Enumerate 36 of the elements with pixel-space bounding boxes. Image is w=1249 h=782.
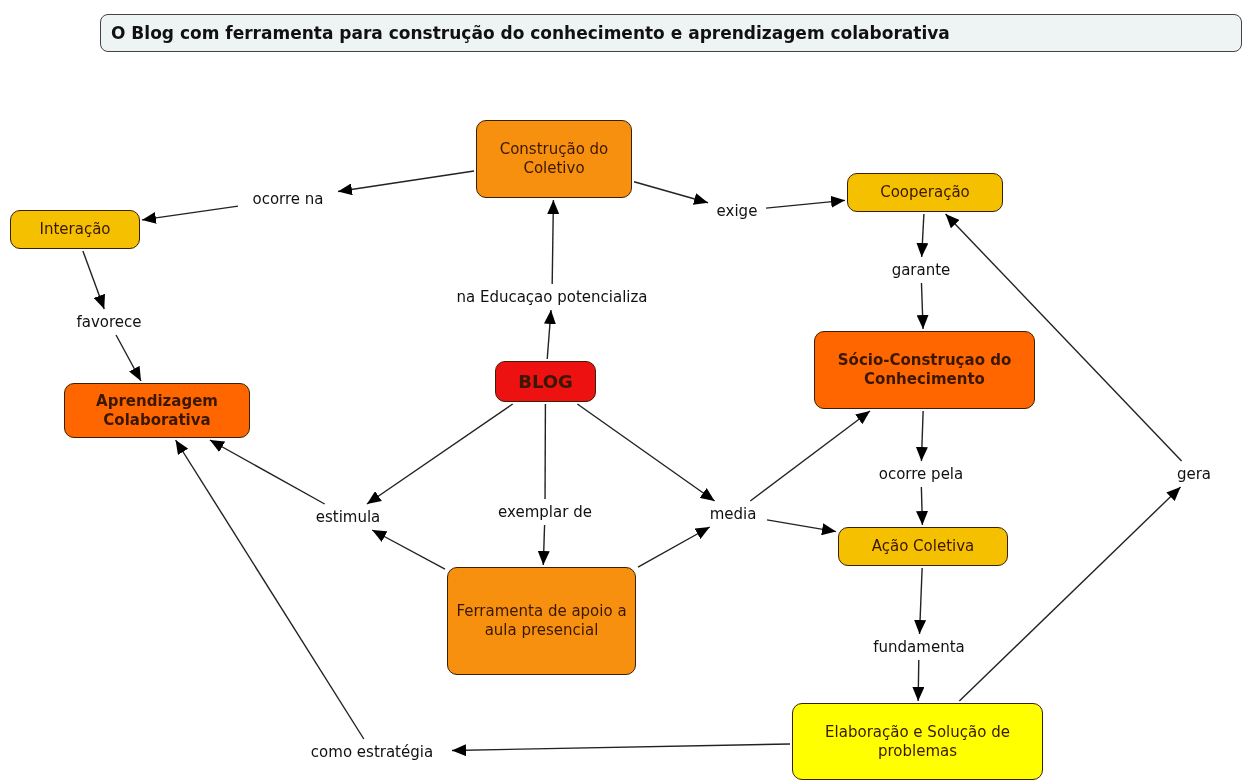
arrow [337, 170, 475, 196]
arrow [174, 439, 365, 740]
arrow [633, 181, 709, 205]
arrow [547, 199, 560, 285]
arrow [115, 334, 142, 382]
arrow [914, 567, 927, 635]
arrow [916, 486, 928, 526]
concept-box: Aprendizagem Colaborativa [64, 383, 250, 438]
concept-box: Sócio-Construçao do Conhecimento [814, 331, 1035, 409]
arrow [765, 195, 846, 209]
arrow [916, 282, 929, 330]
arrow [749, 410, 871, 502]
arrow [366, 403, 514, 505]
arrow [209, 439, 326, 505]
concept-box: Construção do Coletivo [476, 120, 632, 198]
arrow [944, 213, 1183, 462]
concept-box: Ação Coletiva [838, 527, 1008, 566]
arrow [141, 205, 239, 224]
arrow [916, 213, 929, 258]
concept-box: Interação [10, 210, 140, 249]
concept-box: Elaboração e Solução de problemas [792, 703, 1043, 780]
arrow [958, 486, 1182, 702]
arrow [637, 526, 711, 568]
arrow [766, 519, 837, 536]
concept-box: BLOG [495, 361, 596, 402]
title-banner: O Blog com ferramenta para construção do conhecimento e aprendizagem colaborativa [100, 14, 1242, 52]
arrow [543, 309, 556, 360]
arrow [371, 529, 446, 570]
arrow [915, 410, 928, 462]
arrow [82, 250, 105, 310]
concept-box: Ferramenta de apoio a aula presencial [447, 567, 636, 675]
arrow [912, 659, 925, 702]
concept-box: Cooperação [847, 173, 1003, 212]
arrow [537, 524, 550, 566]
arrow [576, 403, 716, 502]
arrow [451, 743, 791, 757]
